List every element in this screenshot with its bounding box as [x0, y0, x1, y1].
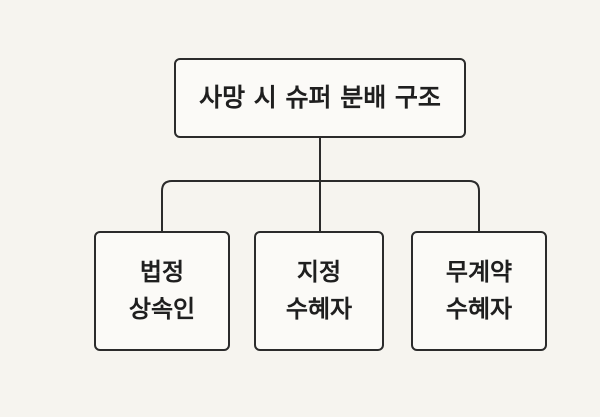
root-node-label: 사망 시 슈퍼 분배 구조: [199, 82, 441, 112]
root-node: 사망 시 슈퍼 분배 구조: [174, 58, 466, 138]
child-node-designated-beneficiary: 지정 수혜자: [254, 231, 384, 351]
child-node-noncontract-beneficiary: 무계약 수혜자: [411, 231, 547, 351]
child-node-legal-heirs: 법정 상속인: [94, 231, 230, 351]
child-node-noncontract-beneficiary-label: 무계약 수혜자: [445, 257, 513, 323]
connector-branch-right: [320, 180, 480, 232]
child-node-legal-heirs-label: 법정 상속인: [128, 257, 196, 323]
child-node-designated-beneficiary-label: 지정 수혜자: [285, 257, 353, 323]
connector-branch-left: [161, 180, 320, 232]
